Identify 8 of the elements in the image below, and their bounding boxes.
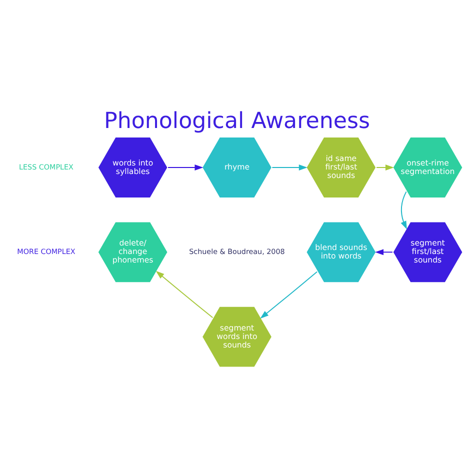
arrow (400, 190, 407, 230)
arrow (375, 248, 393, 255)
arrow (376, 164, 394, 170)
diagram-title: Phonological Awareness (104, 107, 370, 134)
arrow (168, 164, 204, 170)
arrow (272, 164, 308, 170)
arrow (260, 270, 318, 318)
arrow (156, 270, 214, 318)
